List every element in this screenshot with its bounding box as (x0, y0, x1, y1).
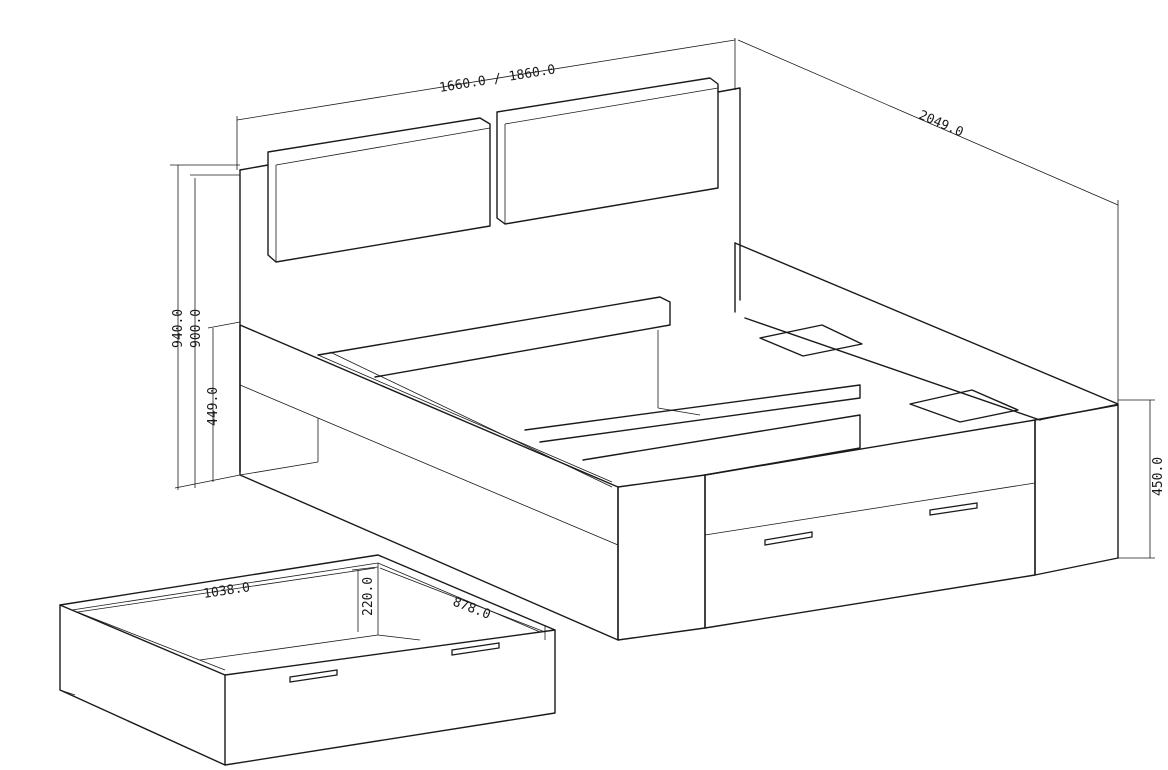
drawer-height-label: 220.0 (361, 577, 376, 616)
storage-drawer (59, 554, 556, 766)
height-side-label: 449.0 (206, 387, 221, 426)
height-foot-label: 450.0 (1151, 457, 1166, 496)
drawer-width-label: 1038.0 (202, 580, 251, 602)
length-label: 2049.0 (916, 108, 965, 140)
drawer-depth-label: 878.0 (451, 595, 493, 623)
height-headboard-label: 940.0 (171, 309, 186, 348)
headboard-cushions (267, 77, 719, 263)
dimension-labels: 1660.0 / 1860.0 2049.0 940.0 900.0 449.0… (171, 62, 1166, 622)
bed-frame (239, 87, 1119, 641)
height-headboard-inner-label: 900.0 (189, 309, 204, 348)
dimension-lines (77, 38, 1155, 640)
width-label: 1660.0 / 1860.0 (438, 62, 556, 96)
bed-drawer-handles (764, 502, 978, 546)
